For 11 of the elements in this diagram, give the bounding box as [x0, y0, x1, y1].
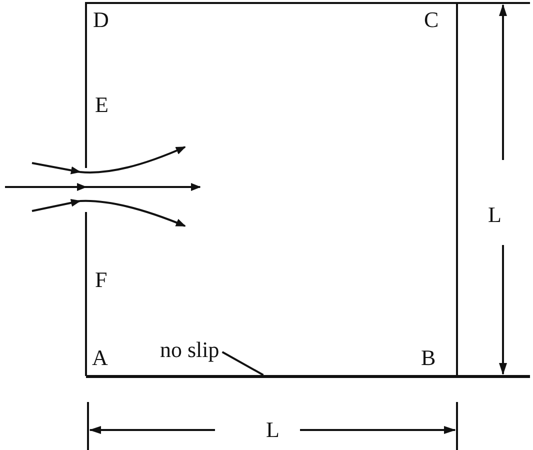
annotation-label: no slip: [160, 338, 220, 362]
corner-label: C: [424, 8, 439, 32]
dimension-label: L: [266, 418, 280, 442]
bottom-wall: [86, 375, 530, 378]
dimension-label: L: [488, 203, 502, 227]
point-label: F: [95, 268, 108, 292]
point-label: E: [95, 93, 108, 117]
leader-line: [222, 351, 264, 376]
corner-label: B: [421, 346, 436, 370]
corner-label: D: [93, 8, 109, 32]
corner-label: A: [92, 346, 108, 370]
